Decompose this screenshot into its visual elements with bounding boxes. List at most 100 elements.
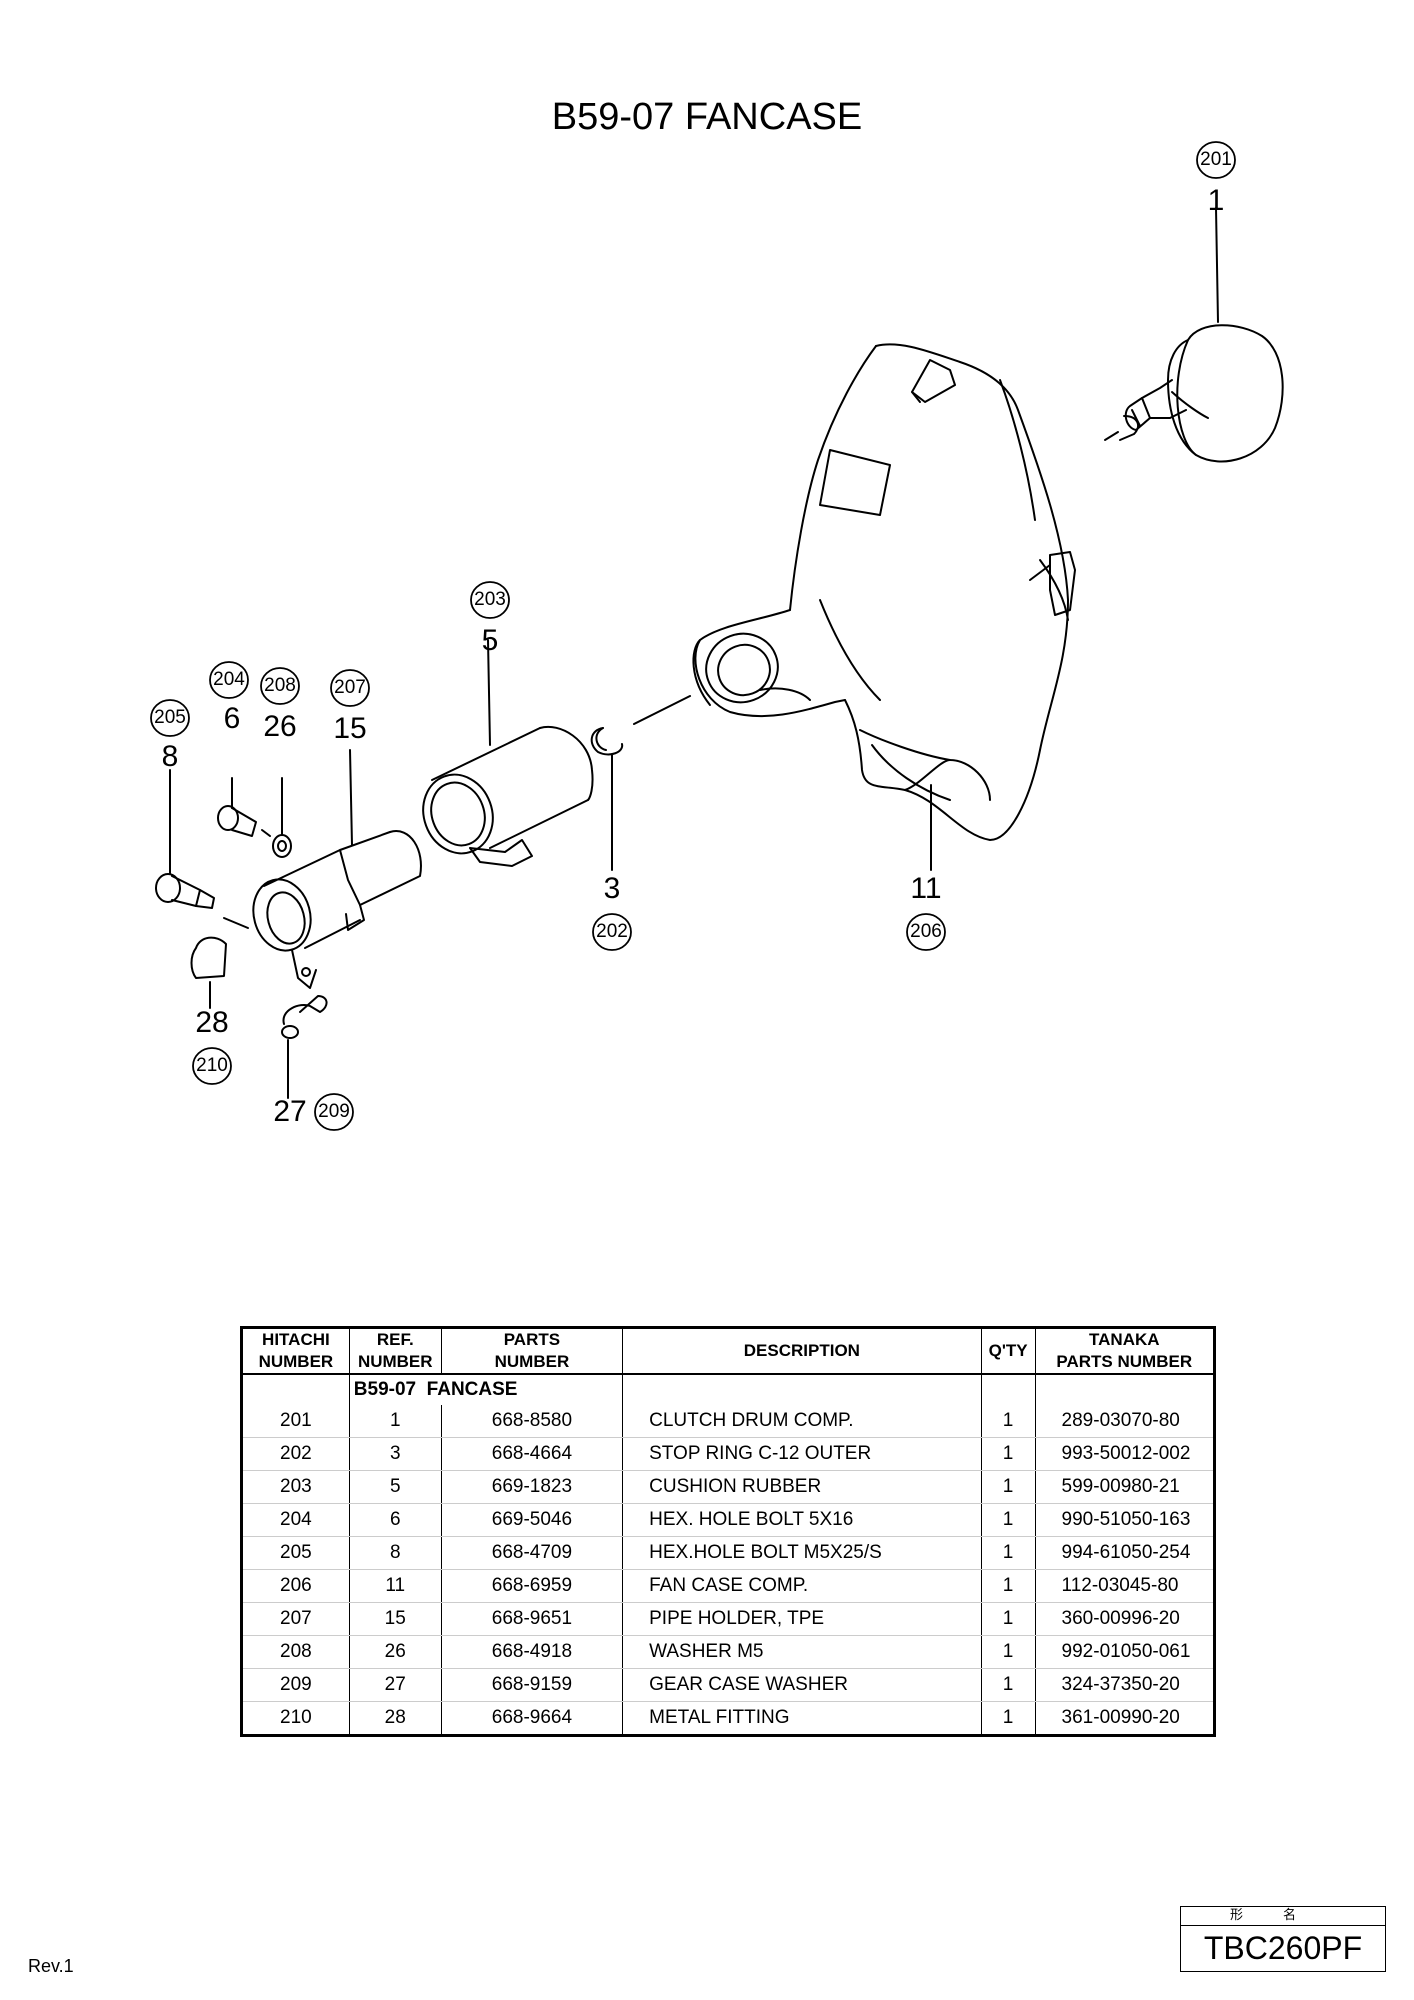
- header-hitachi-number: NUMBER: [241, 1351, 350, 1375]
- cell-hitachi: 210: [241, 1701, 350, 1736]
- callout-hitachi-201: 201: [1200, 149, 1232, 170]
- model-label: 形名: [1181, 1907, 1385, 1926]
- cell-hitachi: 201: [241, 1405, 350, 1438]
- callout-ref-3: 3: [603, 872, 621, 905]
- header-hitachi: HITACHI: [241, 1327, 350, 1351]
- cell-qty: 1: [981, 1536, 1036, 1570]
- cell-ref: 27: [349, 1668, 442, 1702]
- cell-parts: 668-4664: [441, 1437, 624, 1471]
- cell-ref: 1: [349, 1405, 442, 1438]
- cell-description: STOP RING C-12 OUTER: [622, 1437, 982, 1471]
- cell-hitachi: 202: [241, 1437, 350, 1471]
- callout-ref-8: 8: [161, 740, 179, 773]
- cell-description: METAL FITTING: [622, 1701, 982, 1736]
- stop-ring-part: [590, 695, 691, 871]
- header-qty: Q'TY: [981, 1327, 1036, 1375]
- table-group-row: B59-07 FANCASE: [241, 1374, 1215, 1405]
- callout-hitachi-203: 203: [474, 589, 506, 610]
- cell-parts: 668-9664: [441, 1701, 624, 1736]
- header-ref-number: NUMBER: [349, 1351, 442, 1375]
- cell-parts: 668-8580: [441, 1405, 624, 1438]
- parts-table: HITACHI REF. PARTS DESCRIPTION Q'TY TANA…: [240, 1326, 1216, 1737]
- callout-ref-1: 1: [1207, 184, 1225, 217]
- cell-parts: 668-4709: [441, 1536, 624, 1570]
- cell-qty: 1: [981, 1668, 1036, 1702]
- cell-ref: 8: [349, 1536, 442, 1570]
- cell-ref: 11: [349, 1569, 442, 1603]
- callout-ref-26: 26: [263, 710, 297, 743]
- cell-parts: 668-4918: [441, 1635, 624, 1669]
- cell-qty: 1: [981, 1470, 1036, 1504]
- model-name: TBC260PF: [1203, 1930, 1363, 1966]
- cell-tanaka: 361-00990-20: [1061, 1707, 1180, 1728]
- cell-hitachi: 206: [241, 1569, 350, 1603]
- header-tanaka-parts-number: PARTS NUMBER: [1035, 1351, 1215, 1375]
- header-tanaka: TANAKA: [1089, 1330, 1160, 1349]
- cell-tanaka: 289-03070-80: [1035, 1405, 1215, 1438]
- cushion-rubber-part: [422, 639, 594, 867]
- header-parts: PARTS: [441, 1327, 624, 1351]
- cell-description: HEX. HOLE BOLT 5X16: [622, 1503, 982, 1537]
- callout-hitachi-204: 204: [213, 669, 245, 690]
- callout-hitachi-209: 209: [318, 1101, 350, 1122]
- cell-tanaka: 992-01050-061: [1035, 1635, 1215, 1669]
- cell-ref: 26: [349, 1635, 442, 1669]
- fan-case-part: [692, 343, 1076, 871]
- header-parts-number: NUMBER: [441, 1351, 624, 1375]
- cell-ref: 28: [349, 1701, 442, 1736]
- cell-parts: 668-9159: [441, 1668, 624, 1702]
- washer-m5-part: [272, 777, 292, 858]
- callout-ref-28: 28: [195, 1006, 229, 1039]
- cell-hitachi: 208: [241, 1635, 350, 1669]
- cell-ref: 15: [349, 1602, 442, 1636]
- cell-ref: 5: [349, 1470, 442, 1504]
- callout-ref-5: 5: [481, 624, 499, 657]
- revision-label: Rev.1: [28, 1956, 74, 1976]
- cell-qty: 1: [981, 1701, 1036, 1736]
- cell-tanaka: 993-50012-002: [1035, 1437, 1215, 1471]
- header-description: DESCRIPTION: [622, 1327, 982, 1375]
- clutch-drum-part: [1104, 207, 1284, 463]
- cell-hitachi: 207: [241, 1602, 350, 1636]
- page-title: B59-07 FANCASE: [551, 96, 863, 138]
- cell-parts: 669-1823: [441, 1470, 624, 1504]
- cell-ref: 6: [349, 1503, 442, 1537]
- cell-qty: 1: [981, 1437, 1036, 1471]
- cell-description: CUSHION RUBBER: [622, 1470, 982, 1504]
- cell-tanaka: 112-03045-80: [1035, 1569, 1215, 1603]
- cell-hitachi: 204: [241, 1503, 350, 1537]
- pipe-holder-part: [223, 749, 422, 989]
- callout-hitachi-202: 202: [596, 921, 628, 942]
- group-label: B59-07 FANCASE: [349, 1374, 624, 1405]
- cell-tanaka: 994-61050-254: [1035, 1536, 1215, 1570]
- callout-ref-6: 6: [223, 702, 241, 735]
- callout-circles: [150, 141, 1236, 1131]
- callout-ref-11: 11: [910, 872, 942, 905]
- cell-qty: 1: [981, 1503, 1036, 1537]
- callout-hitachi-207: 207: [334, 677, 366, 698]
- cell-tanaka: 360-00996-20: [1035, 1602, 1215, 1636]
- hex-hole-bolt-m5x25-part: [155, 769, 215, 909]
- cell-qty: 1: [981, 1569, 1036, 1603]
- table-header-row-2: NUMBER NUMBER NUMBER PARTS NUMBER: [241, 1351, 1215, 1375]
- callout-ref-15: 15: [333, 712, 367, 745]
- cell-ref: 3: [349, 1437, 442, 1471]
- cell-parts: 668-6959: [441, 1569, 624, 1603]
- cell-description: FAN CASE COMP.: [622, 1569, 982, 1603]
- table-header-row-1: HITACHI REF. PARTS DESCRIPTION Q'TY TANA…: [241, 1327, 1215, 1375]
- cell-qty: 1: [981, 1405, 1036, 1438]
- callout-hitachi-210: 210: [196, 1055, 228, 1076]
- cell-description: GEAR CASE WASHER: [622, 1668, 982, 1702]
- callout-hitachi-206: 206: [910, 921, 942, 942]
- cell-description: WASHER M5: [622, 1635, 982, 1669]
- cell-qty: 1: [981, 1602, 1036, 1636]
